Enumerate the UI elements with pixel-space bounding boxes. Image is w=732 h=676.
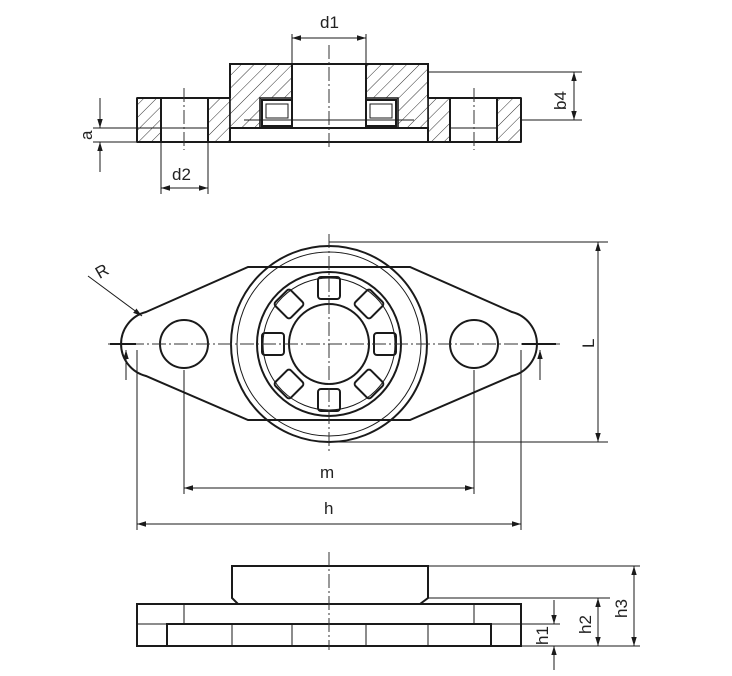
label-h1: h1 xyxy=(533,626,552,645)
dimension-m: m xyxy=(183,370,475,494)
label-d1: d1 xyxy=(320,13,339,32)
label-R: R xyxy=(92,260,112,283)
plan-view xyxy=(108,234,560,452)
label-d2: d2 xyxy=(172,165,191,184)
dimension-h1-h2-h3: h1 h2 h3 xyxy=(428,565,640,670)
side-view xyxy=(136,552,522,650)
dimension-d1: d1 xyxy=(291,13,367,64)
dimension-L: L xyxy=(329,241,608,443)
label-h: h xyxy=(324,499,333,518)
label-b4: b4 xyxy=(551,91,570,110)
dimension-d2: d2 xyxy=(160,142,209,194)
dimension-h: h xyxy=(136,350,522,530)
dimension-b4: b4 xyxy=(428,71,582,121)
section-view xyxy=(136,45,522,150)
dimension-R: R xyxy=(87,260,143,317)
label-a: a xyxy=(77,130,96,140)
label-h3: h3 xyxy=(612,599,631,618)
label-h2: h2 xyxy=(576,615,595,634)
dimension-a: a xyxy=(77,98,161,172)
label-m: m xyxy=(320,463,334,482)
label-L: L xyxy=(579,339,598,348)
